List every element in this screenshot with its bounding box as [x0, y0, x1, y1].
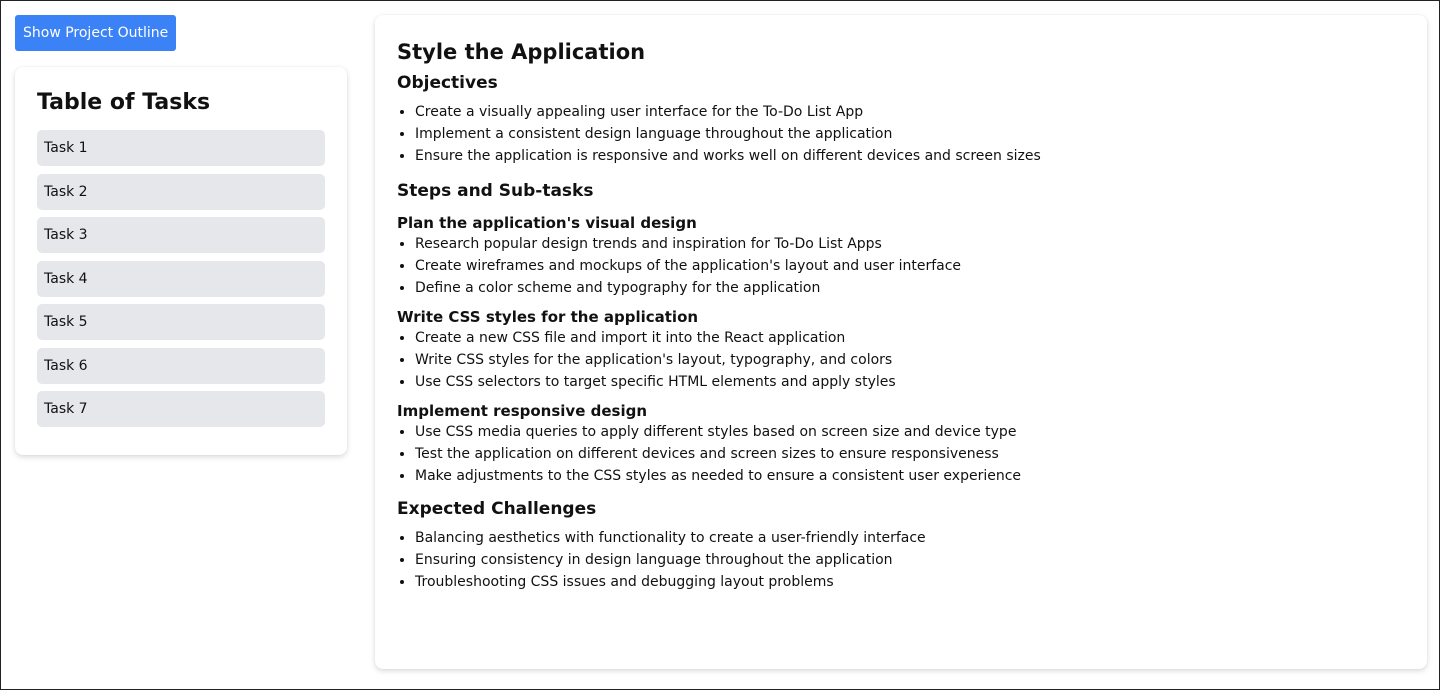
list-item: Implement a consistent design language t…: [415, 123, 1405, 145]
task-item-4[interactable]: Task 4: [37, 260, 325, 297]
show-project-outline-button[interactable]: Show Project Outline: [15, 15, 177, 51]
step-group-title: Implement responsive design: [397, 402, 647, 420]
task-item-6[interactable]: Task 6: [37, 347, 325, 384]
list-item: Create a visually appealing user interfa…: [415, 101, 1405, 123]
page-title: Style the Application: [397, 40, 646, 64]
list-item: Write CSS styles for the application's l…: [415, 349, 1405, 371]
challenges-heading: Expected Challenges: [397, 499, 597, 519]
step-group-list: Research popular design trends and inspi…: [397, 233, 1405, 299]
list-item: Research popular design trends and inspi…: [415, 233, 1405, 255]
list-item: Ensure the application is responsive and…: [415, 145, 1405, 167]
list-item: Balancing aesthetics with functionality …: [415, 527, 1405, 549]
step-group-title: Write CSS styles for the application: [397, 308, 699, 326]
challenges-list: Balancing aesthetics with functionality …: [397, 527, 1405, 593]
step-group-title: Plan the application's visual design: [397, 214, 697, 232]
task-item-2[interactable]: Task 2: [37, 173, 325, 210]
steps-heading: Steps and Sub-tasks: [397, 181, 594, 201]
sidebar-title: Table of Tasks: [37, 90, 211, 115]
step-group-list: Use CSS media queries to apply different…: [397, 421, 1405, 487]
task-list: Task 1 Task 2 Task 3 Task 4 Task 5 Task …: [37, 130, 325, 427]
list-item: Define a color scheme and typography for…: [415, 277, 1405, 299]
task-item-1[interactable]: Task 1: [37, 130, 325, 166]
list-item: Create a new CSS file and import it into…: [415, 327, 1405, 349]
list-item: Make adjustments to the CSS styles as ne…: [415, 465, 1405, 487]
task-sidebar: Table of Tasks Task 1 Task 2 Task 3 Task…: [15, 67, 347, 455]
objectives-list: Create a visually appealing user interfa…: [397, 101, 1405, 167]
list-item: Use CSS selectors to target specific HTM…: [415, 371, 1405, 393]
list-item: Test the application on different device…: [415, 443, 1405, 465]
list-item: Create wireframes and mockups of the app…: [415, 255, 1405, 277]
list-item: Ensuring consistency in design language …: [415, 549, 1405, 571]
list-item: Troubleshooting CSS issues and debugging…: [415, 571, 1405, 593]
list-item: Use CSS media queries to apply different…: [415, 421, 1405, 443]
objectives-heading: Objectives: [397, 73, 498, 93]
step-group-list: Create a new CSS file and import it into…: [397, 327, 1405, 393]
task-item-3[interactable]: Task 3: [37, 217, 325, 253]
task-item-5[interactable]: Task 5: [37, 304, 325, 340]
task-item-7[interactable]: Task 7: [37, 391, 325, 427]
task-detail-panel: Style the Application Objectives Create …: [375, 15, 1427, 669]
